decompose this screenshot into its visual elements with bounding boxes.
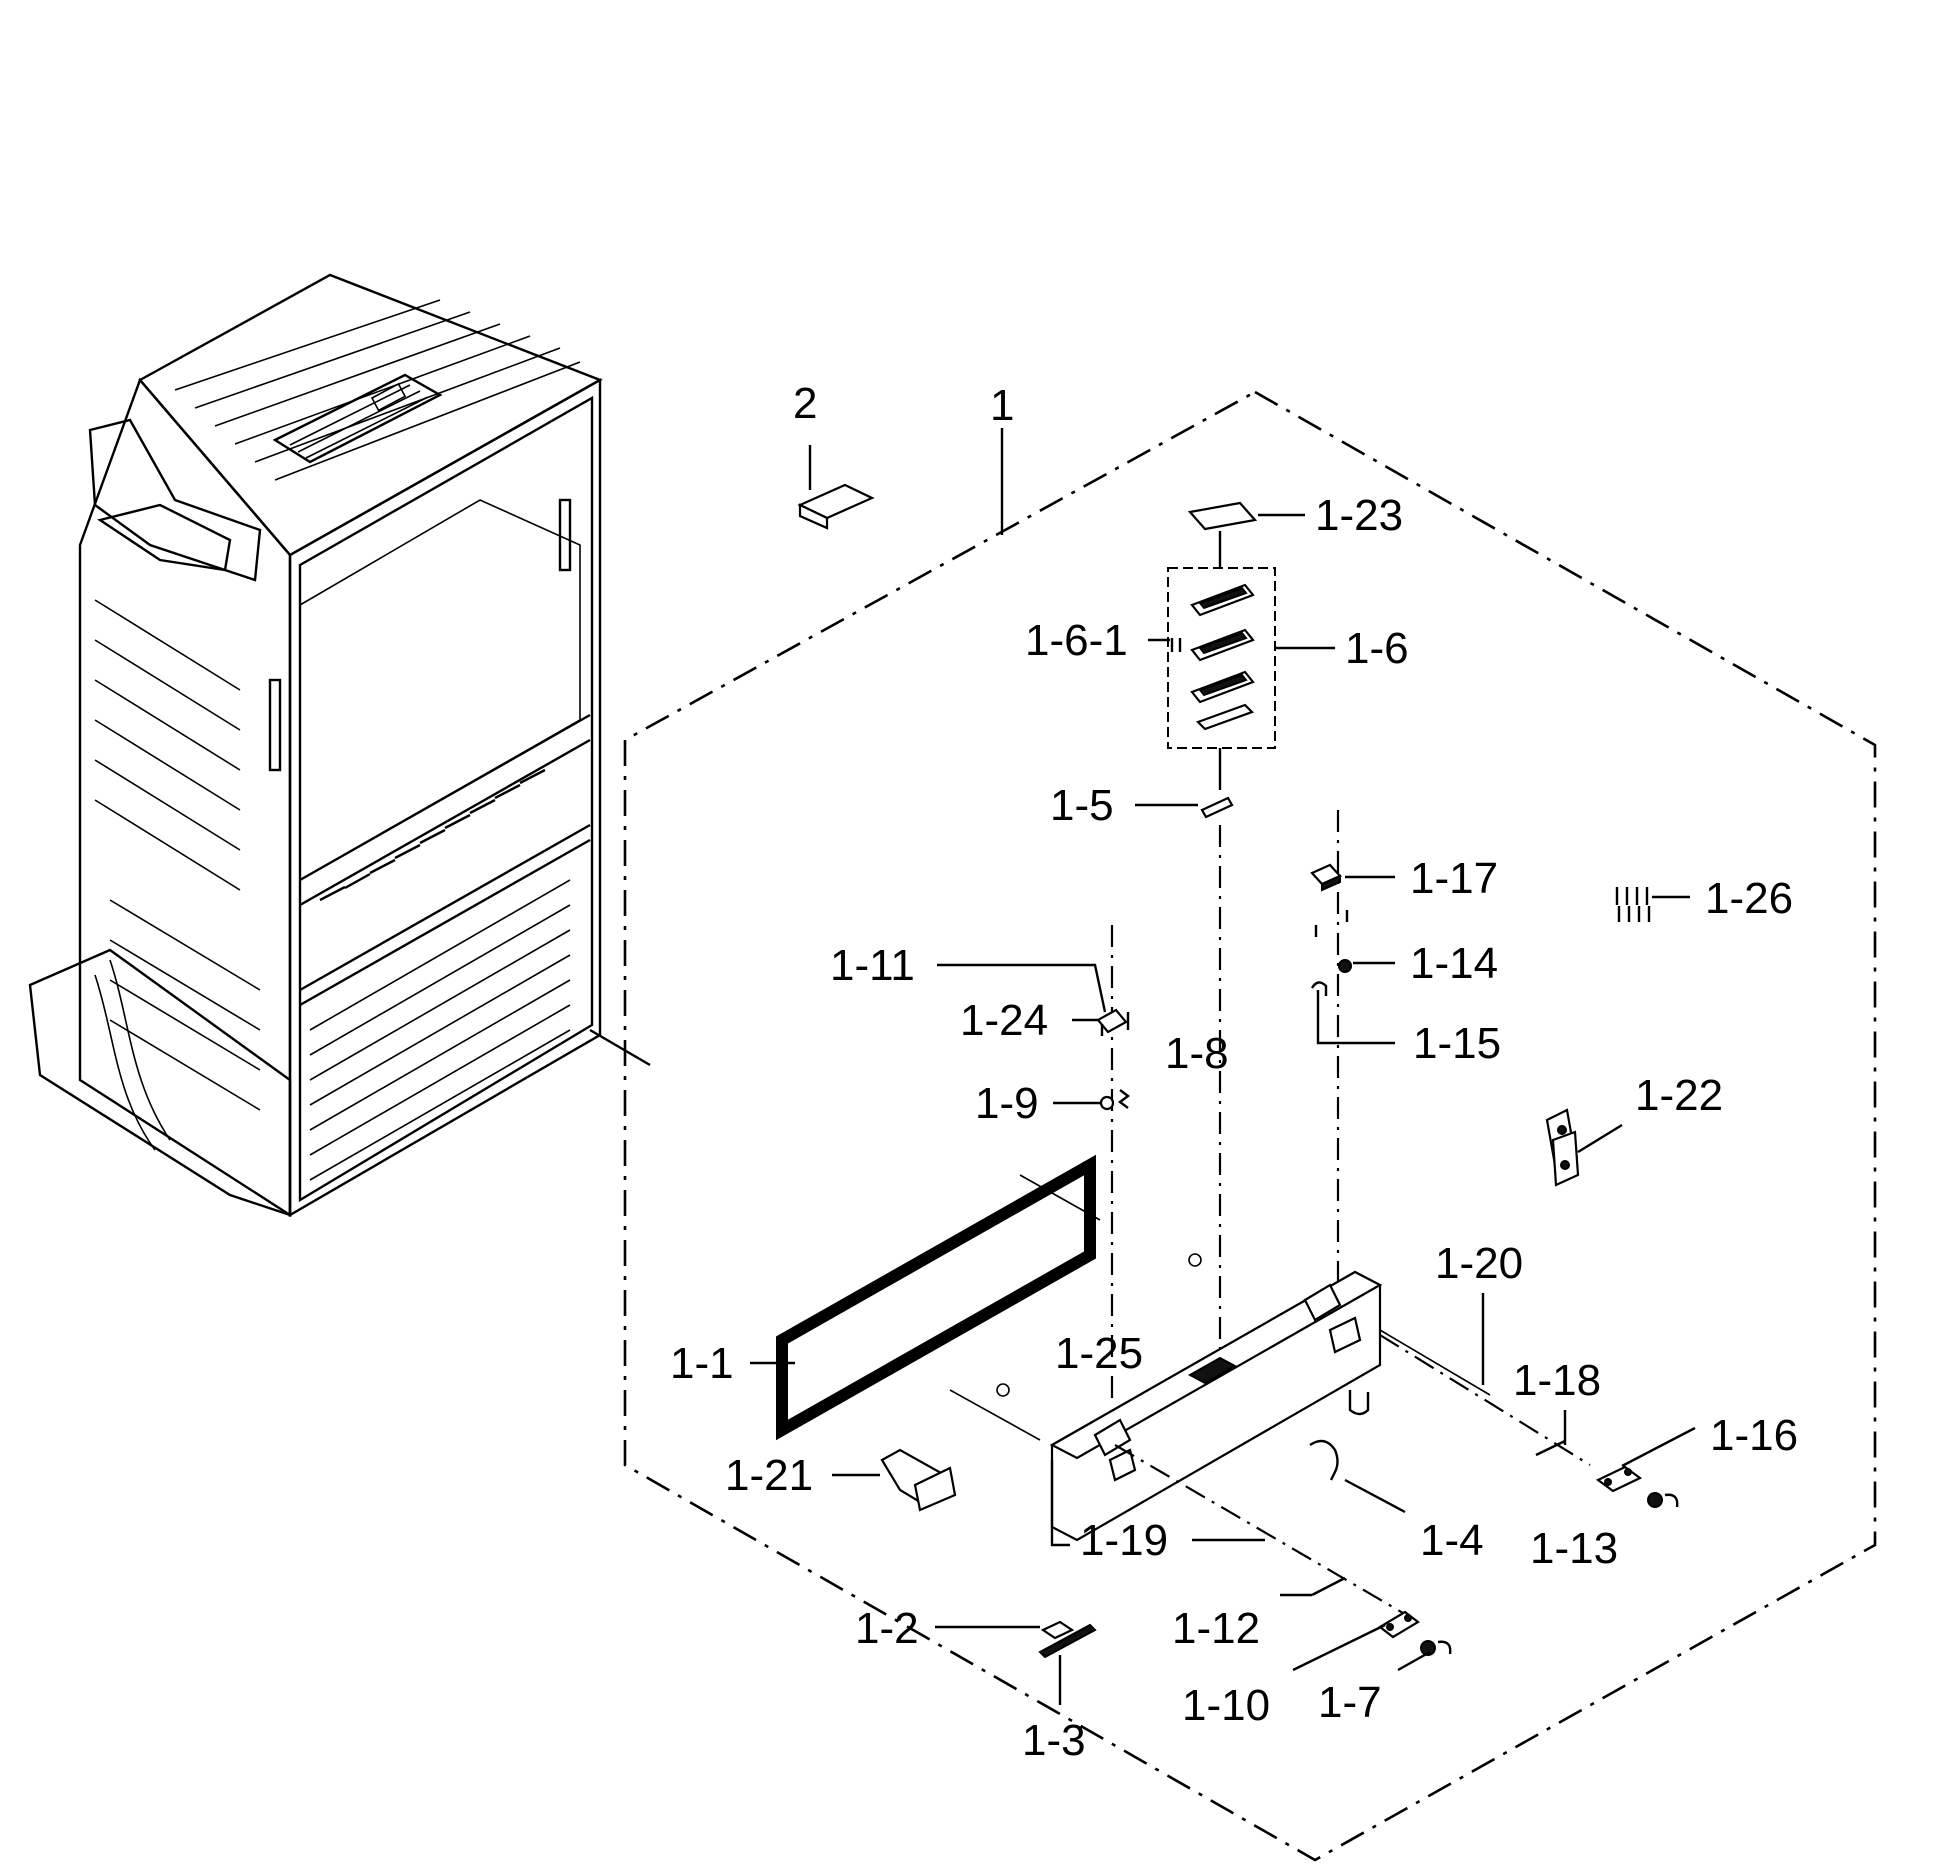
label-1-3: 1-3 [1022, 1716, 1086, 1765]
label-1-2: 1-2 [855, 1604, 919, 1653]
label-1-20: 1-20 [1435, 1239, 1523, 1288]
part-1-1-gasket-frame [776, 1154, 1096, 1441]
label-1-25: 1-25 [1055, 1329, 1143, 1378]
part-1-26-screws [1615, 887, 1651, 922]
label-1-16: 1-16 [1710, 1411, 1798, 1460]
label-1-6: 1-6 [1345, 624, 1409, 673]
assembly-1-boundary [623, 390, 1877, 1862]
label-1-9: 1-9 [975, 1079, 1039, 1128]
label-1-24: 1-24 [960, 996, 1048, 1045]
label-1-19: 1-19 [1080, 1516, 1168, 1565]
part-1-4-wire [1309, 1439, 1339, 1481]
label-1-23: 1-23 [1315, 491, 1403, 540]
label-1-8: 1-8 [1165, 1029, 1229, 1078]
part-1-17-latch [1310, 863, 1342, 892]
part-1-16-plate [1595, 1465, 1643, 1493]
label-1-5: 1-5 [1050, 781, 1114, 830]
label-2: 2 [793, 379, 817, 428]
part-1-6-group-box [1167, 567, 1276, 749]
leader-lines [750, 428, 1696, 1705]
part-1-21-bracket [880, 1448, 957, 1512]
part-labels: 2 1 1-23 1-6-1 1-6 1-5 1-17 1-26 1-11 1-… [670, 379, 1798, 1765]
part-1-11-bracket [1096, 1008, 1130, 1034]
part-1-2-pad [1040, 1620, 1075, 1640]
label-1-12: 1-12 [1172, 1604, 1260, 1653]
part-2-bracket [797, 445, 875, 530]
label-1: 1 [990, 381, 1014, 430]
label-1-21: 1-21 [725, 1451, 813, 1500]
part-1-14-screws [1314, 910, 1352, 973]
label-1-6-1: 1-6-1 [1025, 616, 1128, 665]
part-1-7-screw [1420, 1640, 1452, 1656]
label-1-14: 1-14 [1410, 939, 1498, 988]
label-1-26: 1-26 [1705, 874, 1793, 923]
label-1-13: 1-13 [1530, 1524, 1618, 1573]
refrigerator-cabinet [28, 273, 651, 1218]
part-1-22-bracket [1545, 1108, 1580, 1187]
label-1-1: 1-1 [670, 1339, 734, 1388]
front-rail-housing [1049, 1270, 1383, 1542]
part-1-3-strip [1038, 1623, 1097, 1659]
part-1-9-washer [1099, 1089, 1130, 1111]
part-1-23-plate [1187, 501, 1258, 531]
label-1-18: 1-18 [1513, 1356, 1601, 1405]
label-1-15: 1-15 [1413, 1019, 1501, 1068]
part-1-18-pin [1535, 1439, 1566, 1457]
label-1-22: 1-22 [1635, 1071, 1723, 1120]
label-1-7: 1-7 [1318, 1678, 1382, 1727]
label-1-17: 1-17 [1410, 854, 1498, 903]
part-1-6-components [1190, 583, 1255, 731]
label-1-10: 1-10 [1182, 1681, 1270, 1730]
label-1-11: 1-11 [830, 941, 915, 990]
part-1-10-plate [1378, 1610, 1420, 1639]
part-1-5-spacer [1200, 796, 1234, 819]
part-1-6-1-screws [1170, 638, 1182, 652]
part-1-15-clip [1310, 981, 1328, 996]
part-1-12-pin [1311, 1576, 1346, 1597]
part-1-13-screw [1647, 1492, 1679, 1508]
label-1-4: 1-4 [1420, 1516, 1484, 1565]
